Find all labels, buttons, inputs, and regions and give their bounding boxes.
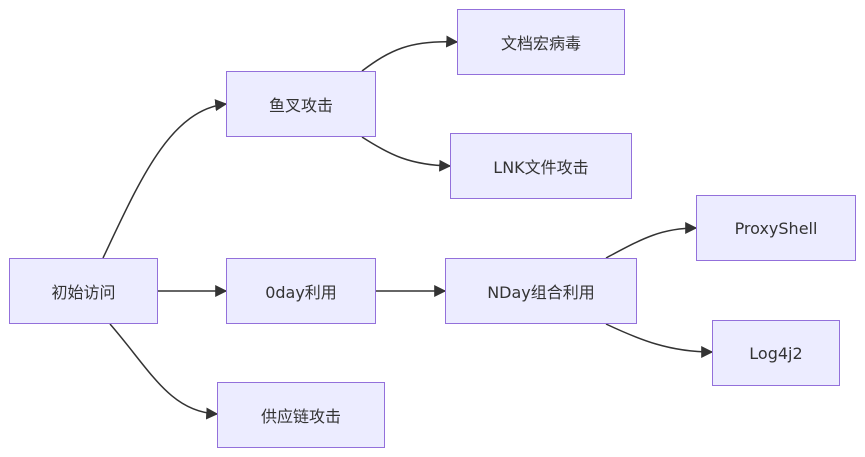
node-phishing: 鱼叉攻击 bbox=[226, 71, 376, 137]
edge-nday-to-log4j2 bbox=[605, 323, 714, 358]
edge-initial-to-supply-chain bbox=[109, 323, 219, 420]
node-log4j2: Log4j2 bbox=[712, 320, 840, 386]
node-doc-macro: 文档宏病毒 bbox=[457, 9, 625, 75]
node-0day: 0day利用 bbox=[226, 258, 376, 324]
edge-nday-to-proxyshell bbox=[605, 222, 698, 259]
edge-phishing-to-lnk bbox=[361, 136, 452, 172]
edge-phishing-to-doc-macro bbox=[361, 35, 459, 72]
node-lnk: LNK文件攻击 bbox=[450, 133, 632, 199]
node-supply-chain: 供应链攻击 bbox=[217, 382, 385, 448]
node-nday: NDay组合利用 bbox=[445, 258, 637, 324]
node-initial-access: 初始访问 bbox=[9, 258, 158, 324]
node-proxyshell: ProxyShell bbox=[696, 195, 856, 261]
edge-initial-to-phishing bbox=[102, 99, 228, 259]
